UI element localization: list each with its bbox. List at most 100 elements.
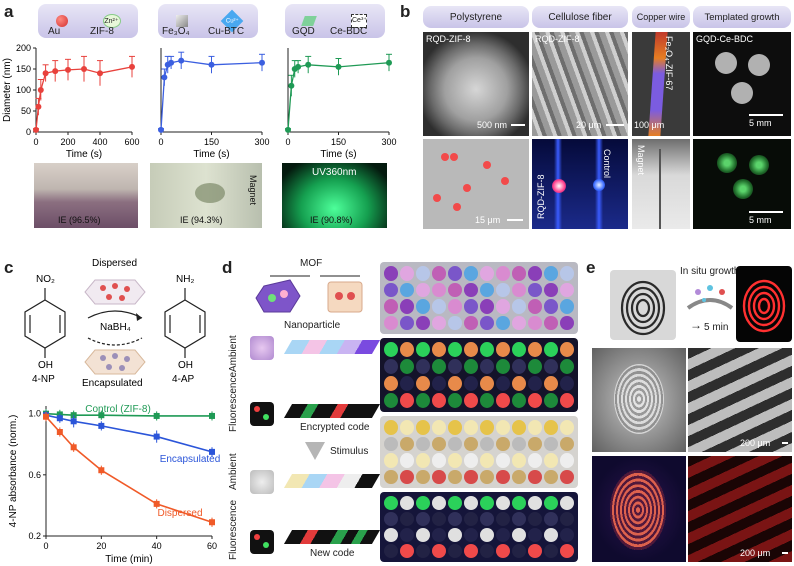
data-point (209, 519, 215, 526)
plate-well (560, 376, 574, 391)
fingerprint-fluorescence-micro: 200 μm (688, 456, 792, 562)
panel-b-copper-magnet: Magnet (632, 139, 690, 229)
plate-well (528, 376, 542, 391)
data-point (295, 63, 302, 70)
plate-well (512, 376, 526, 391)
panel-b-top-label-2: RQD-ZIF-8 (535, 34, 580, 44)
plate-well (512, 512, 526, 526)
arrow-right-icon: → (690, 318, 702, 332)
panel-b-label: b (400, 2, 411, 21)
ambient-mof-thumb (250, 336, 274, 360)
series-line (45, 416, 213, 523)
plate-well (384, 342, 398, 357)
plate-well (416, 453, 430, 468)
fe3o4-cube-icon (176, 15, 188, 27)
plate-well (432, 453, 446, 468)
panel-a2-photo: IE (94.3%) Magnet (150, 163, 262, 228)
plate-well (432, 528, 446, 542)
panel-b-top-label-1: RQD-ZIF-8 (426, 34, 471, 44)
plate-well (432, 315, 446, 330)
plate-well (400, 496, 414, 510)
y-axis-label: Diameter (nm) (2, 58, 13, 122)
plate-well (400, 282, 414, 297)
panel-b-header-templated: Templated growth (693, 6, 791, 28)
plate-well (496, 342, 510, 357)
plate-well (528, 544, 542, 558)
data-point (305, 61, 312, 68)
encrypted-code-label: Encrypted code (300, 422, 370, 433)
data-point (56, 415, 63, 422)
panel-b-top-label-4: GQD-Ce-BDC (696, 34, 754, 44)
data-point (153, 500, 160, 507)
panel-c-label: c (4, 258, 14, 277)
fingerprint-sem: 200 μm (688, 348, 792, 452)
x-axis-label: Time (s) (320, 149, 356, 160)
plate-well (384, 496, 398, 510)
panel-a3-header: Ce³⁺ (285, 4, 385, 38)
plate-well (512, 393, 526, 408)
data-point (153, 433, 160, 440)
plate-well (512, 266, 526, 281)
plate-well (496, 436, 510, 451)
plate-well (544, 420, 558, 435)
plate-well (512, 299, 526, 314)
plate-well (480, 544, 494, 558)
new-code-stripes (283, 530, 381, 544)
plate-well (400, 528, 414, 542)
x-axis-label: Time (s) (66, 149, 102, 160)
plate-well (416, 266, 430, 281)
plate-well (512, 342, 526, 357)
plate-well (416, 496, 430, 510)
plate-well (448, 359, 462, 374)
y-tick-label: 150 (16, 64, 31, 74)
plate-well (384, 376, 398, 391)
y-tick-label: 50 (21, 106, 31, 116)
panel-a-label: a (4, 2, 14, 21)
plate-well (448, 342, 462, 357)
y-tick-label: 200 (16, 43, 31, 53)
plate-well (480, 496, 494, 510)
mixed-mof-icon (255, 279, 301, 313)
plate-well (544, 469, 558, 484)
aminophenol-structure (164, 288, 206, 358)
plate-well (448, 544, 462, 558)
y-tick-label: 0.6 (28, 470, 41, 480)
product-label: 4-AP (172, 374, 195, 385)
plate-well (448, 266, 462, 281)
plate-well (560, 342, 574, 357)
plate-well (560, 469, 574, 484)
panel-b-bottom-label-2: RQD-ZIF-8 (536, 174, 546, 220)
plate-well (400, 436, 414, 451)
data-point (98, 467, 105, 474)
plate-well (528, 359, 542, 374)
plate-well (496, 512, 510, 526)
plate-well (528, 420, 542, 435)
x-tick-label: 600 (124, 137, 139, 147)
plate-well (448, 496, 462, 510)
plate-well (432, 469, 446, 484)
reaction-arrow (87, 310, 143, 319)
plate-well (544, 393, 558, 408)
data-point (81, 66, 87, 72)
plate-well (416, 528, 430, 542)
well-plate-fluorescence-1 (380, 338, 578, 412)
plate-well (416, 376, 430, 391)
plate-well (528, 342, 542, 357)
panel-a3-mat2: Ce-BDC (330, 26, 368, 37)
x-tick-label: 0 (285, 137, 290, 147)
plate-well (416, 512, 430, 526)
plate-well (464, 512, 478, 526)
plate-well (432, 299, 446, 314)
plate-well (464, 315, 478, 330)
plate-well (384, 266, 398, 281)
fingerprint-photo-ambient (592, 348, 686, 452)
x-tick-label: 300 (381, 137, 396, 147)
fluorescence-mof-thumb (250, 402, 274, 426)
panel-e-label: e (586, 258, 596, 277)
ce-ion-icon: Ce³⁺ (351, 14, 367, 28)
x-tick-label: 0 (33, 137, 38, 147)
plate-well (496, 544, 510, 558)
plate-well (496, 393, 510, 408)
plate-well (544, 282, 558, 297)
